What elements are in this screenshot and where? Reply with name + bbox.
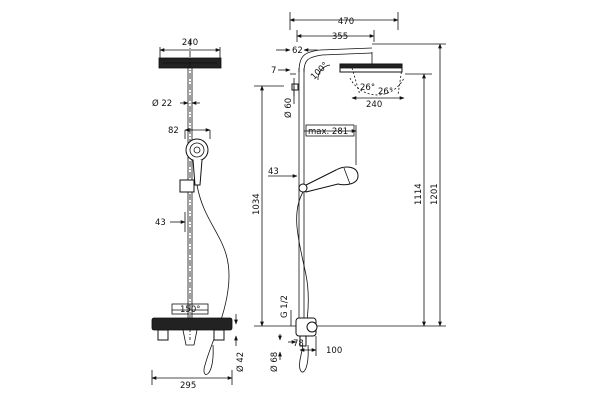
side-dim-arm-projection: 355 (332, 32, 348, 42)
side-dim-arm-step: 7 (271, 66, 276, 76)
side-dim-inlet-diameter: Ø 68 (269, 352, 280, 372)
side-shower-head (339, 52, 403, 73)
side-dim-wall-offset: 100 (326, 346, 342, 356)
side-dim-connection-thread: G 1/2 (280, 295, 290, 318)
front-view: 240 Ø 22 82 43 (151, 38, 246, 391)
side-dim-head-width: 240 (366, 100, 382, 110)
front-dim-handshower-diameter: 82 (168, 126, 179, 136)
side-handshower (303, 166, 359, 193)
side-dim-rail-diameter: Ø 60 (283, 98, 294, 118)
side-dim-max-reach: max. 281 (308, 127, 348, 137)
side-dim-head-height: 1114 (414, 183, 424, 205)
side-dim-arm-offset: 62 (292, 46, 303, 56)
side-dim-total-projection: 470 (338, 17, 354, 27)
side-dim-total-height: 1201 (430, 183, 440, 205)
side-dim-head-tilt: 100° (309, 61, 331, 83)
front-dim-holder-offset: 43 (155, 218, 166, 228)
side-dim-rail-height: 1034 (252, 193, 262, 215)
front-mixer (151, 317, 233, 331)
front-handshower (185, 138, 209, 162)
front-hose (196, 184, 230, 375)
side-dim-tilt-angle-2: 26° (378, 87, 393, 97)
front-dim-outlet-diameter: Ø 42 (235, 352, 246, 372)
side-dim-inlet-depth: 78 (293, 339, 304, 349)
side-view: 470 355 62 7 Ø 60 100° (252, 12, 446, 373)
side-arm (298, 47, 373, 73)
side-dim-tilt-angle-1: 26° (360, 83, 375, 93)
side-hose (296, 191, 309, 373)
front-dim-rail-diameter: Ø 22 (152, 98, 172, 109)
front-dim-mixer-width: 295 (180, 381, 196, 391)
front-dim-mixer-angle: 150° (180, 305, 200, 315)
front-holder (179, 179, 195, 193)
side-dim-holder-offset: 43 (268, 167, 279, 177)
